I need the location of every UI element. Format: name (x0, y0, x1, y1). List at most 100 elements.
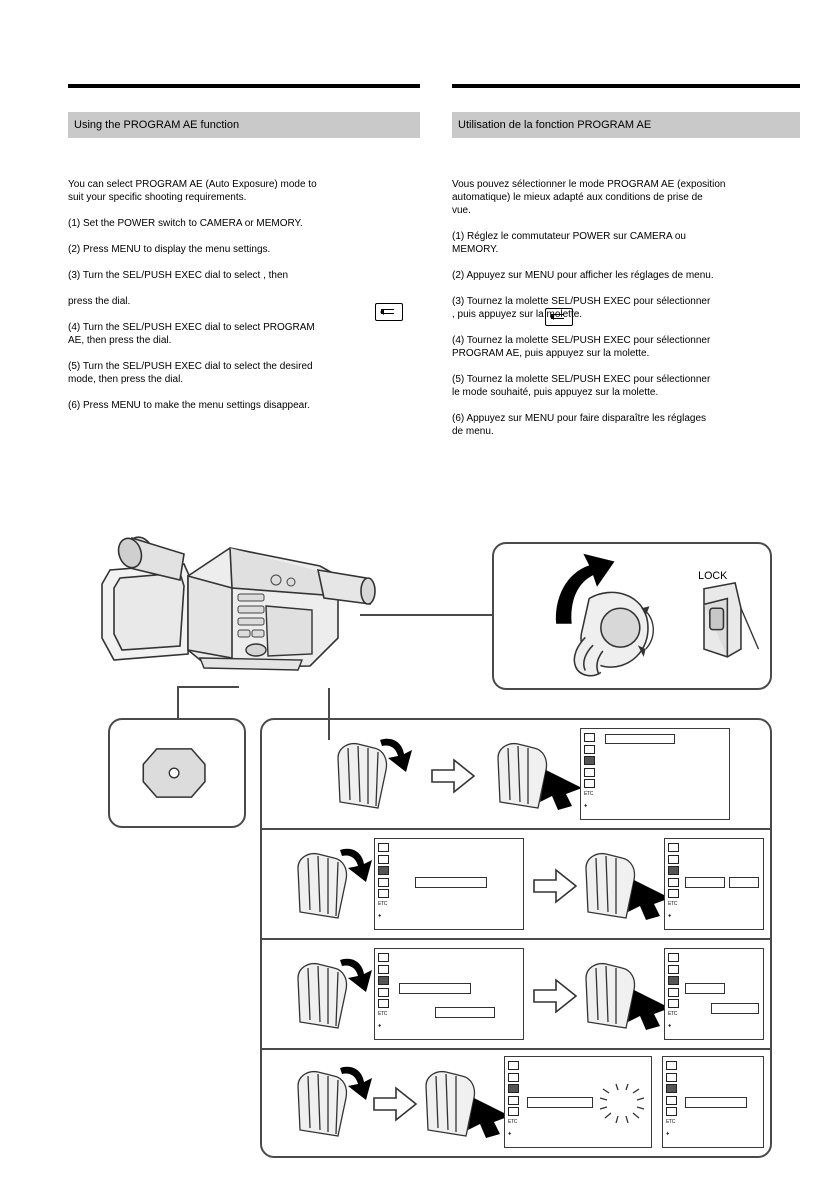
memory-icon (378, 964, 389, 974)
right-para-2: vue. (452, 205, 471, 216)
left-para-5: press the dial. (68, 296, 131, 307)
lcd-row-highlight-2a (415, 877, 487, 888)
tape-set-icon (378, 889, 389, 898)
right-para-1: automatique) le mieux adapté aux conditi… (452, 192, 703, 203)
memory-icon (378, 854, 389, 864)
manual-set-icon (378, 976, 389, 985)
right-section-header-band (452, 112, 800, 138)
left-para-0: You can select PROGRAM AE (Auto Exposure… (68, 179, 317, 190)
connector-power-switch (360, 614, 494, 616)
lcd-return-1 (587, 803, 599, 811)
left-section-title: Using the PROGRAM AE function (74, 119, 240, 131)
left-para-1: suit your specific shooting requirements… (68, 192, 247, 203)
right-para-9: PROGRAM AE, puis appuyez sur la molette. (452, 348, 650, 359)
camera-icon (668, 953, 679, 962)
etc-icon: ETC (378, 1010, 389, 1020)
dial-turn-icon-1 (337, 738, 412, 809)
illustration-figure: LOCK (60, 510, 790, 1170)
right-column-rule (452, 84, 800, 88)
etc-icon: ETC (508, 1118, 519, 1128)
etc-icon: ETC (584, 790, 595, 800)
connector-menu-button-v (177, 688, 179, 718)
lcd-screen-4b: ETC ↵ (662, 1056, 764, 1148)
dial-press-icon-1 (497, 742, 582, 810)
manual-set-icon (375, 303, 403, 321)
power-switch-callout: LOCK (492, 542, 772, 690)
lcd-screen-1: ETC ↵ (580, 728, 730, 820)
step-row-1: ETC ↵ (262, 720, 770, 828)
right-para-3: (1) Réglez le commutateur POWER sur CAME… (452, 231, 686, 242)
left-para-4: (3) Turn the SEL/PUSH EXEC dial to selec… (68, 270, 289, 281)
right-para-8: (4) Tournez la molette SEL/PUSH EXEC pou… (452, 335, 711, 346)
dial-press-icon-4 (425, 1070, 510, 1138)
camera-icon (378, 843, 389, 852)
menu-button-callout (108, 718, 246, 828)
menu-icon-column-2a: ETC ↵ (378, 843, 392, 924)
press-arrow-1 (431, 758, 476, 794)
camera-icon (378, 953, 389, 962)
lcd-screen-2a: ETC ↵ (374, 838, 524, 930)
memory-icon (508, 1072, 519, 1082)
menu-button-art (142, 748, 206, 798)
left-para-10: (6) Press MENU to make the menu settings… (68, 400, 310, 411)
lcd-row-name-3a (399, 983, 471, 994)
connector-menu-button-h (177, 686, 239, 688)
lcd-return-4b (669, 1131, 681, 1139)
lcd-return-4a (511, 1131, 523, 1139)
lcd-return-3b (671, 1023, 683, 1031)
step-row-3: ETC ↵ (262, 940, 770, 1048)
step-row-4: ETC ↵ (262, 1050, 770, 1156)
tape-set-icon (666, 1107, 677, 1116)
lcd-return-3a (381, 1023, 393, 1031)
etc-icon: ETC (668, 900, 679, 910)
right-para-6: (3) Tournez la molette SEL/PUSH EXEC pou… (452, 296, 711, 307)
press-arrow-4 (373, 1086, 418, 1122)
menu-icon-column-3a: ETC ↵ (378, 953, 392, 1034)
lcd-return-2a (381, 913, 393, 921)
dial-turn-icon-3 (297, 958, 372, 1029)
etc-icon: ETC (668, 1010, 679, 1020)
dial-turn-icon-4 (297, 1066, 372, 1137)
memory-icon (666, 1072, 677, 1082)
tape-set-icon (668, 999, 679, 1008)
lcd-row-name-2b (685, 877, 725, 888)
memory-icon (668, 964, 679, 974)
right-para-4: MEMORY. (452, 244, 499, 255)
menu-icon-column-4a: ETC ↵ (508, 1061, 522, 1142)
menu-icon-column-1: ETC ↵ (584, 733, 598, 814)
etc-icon: ETC (666, 1118, 677, 1128)
lock-label: LOCK (698, 570, 728, 582)
right-para-13: de menu. (452, 426, 494, 437)
display-icon (508, 1095, 519, 1105)
right-para-0: Vous pouvez sélectionner le mode PROGRAM… (452, 179, 726, 190)
menu-icon-column-4b: ETC ↵ (666, 1061, 680, 1142)
camcorder-illustration (101, 536, 376, 671)
lcd-screen-4a: ETC ↵ (504, 1056, 652, 1148)
press-arrow-2 (533, 868, 578, 904)
camera-icon (666, 1061, 677, 1070)
right-para-7: , puis appuyez sur la molette. (452, 309, 583, 320)
connector-steps-v (328, 688, 330, 740)
lcd-screen-3a: ETC ↵ (374, 948, 524, 1040)
etc-icon: ETC (378, 900, 389, 910)
display-icon (378, 877, 389, 887)
lcd-row-value-3b (711, 1003, 759, 1014)
step-row-2: ETC ↵ (262, 830, 770, 938)
menu-icon-column-3b: ETC ↵ (668, 953, 682, 1034)
display-icon (584, 767, 595, 777)
lcd-row-value-2b (729, 877, 759, 888)
camera-icon (668, 843, 679, 852)
lcd-title-1 (605, 734, 675, 744)
manual-set-icon (584, 756, 595, 765)
manual-set-icon (378, 866, 389, 875)
manual-set-icon-fr (545, 308, 573, 326)
dial-press-icon-2 (585, 852, 670, 920)
camera-icon (584, 733, 595, 742)
blink-indicator-icon (599, 1083, 645, 1123)
manual-set-icon (668, 976, 679, 985)
press-arrow-3 (533, 978, 578, 1014)
tape-set-icon (668, 889, 679, 898)
tape-set-icon (378, 999, 389, 1008)
right-para-11: le mode souhaité, puis appuyez sur la mo… (452, 387, 659, 398)
